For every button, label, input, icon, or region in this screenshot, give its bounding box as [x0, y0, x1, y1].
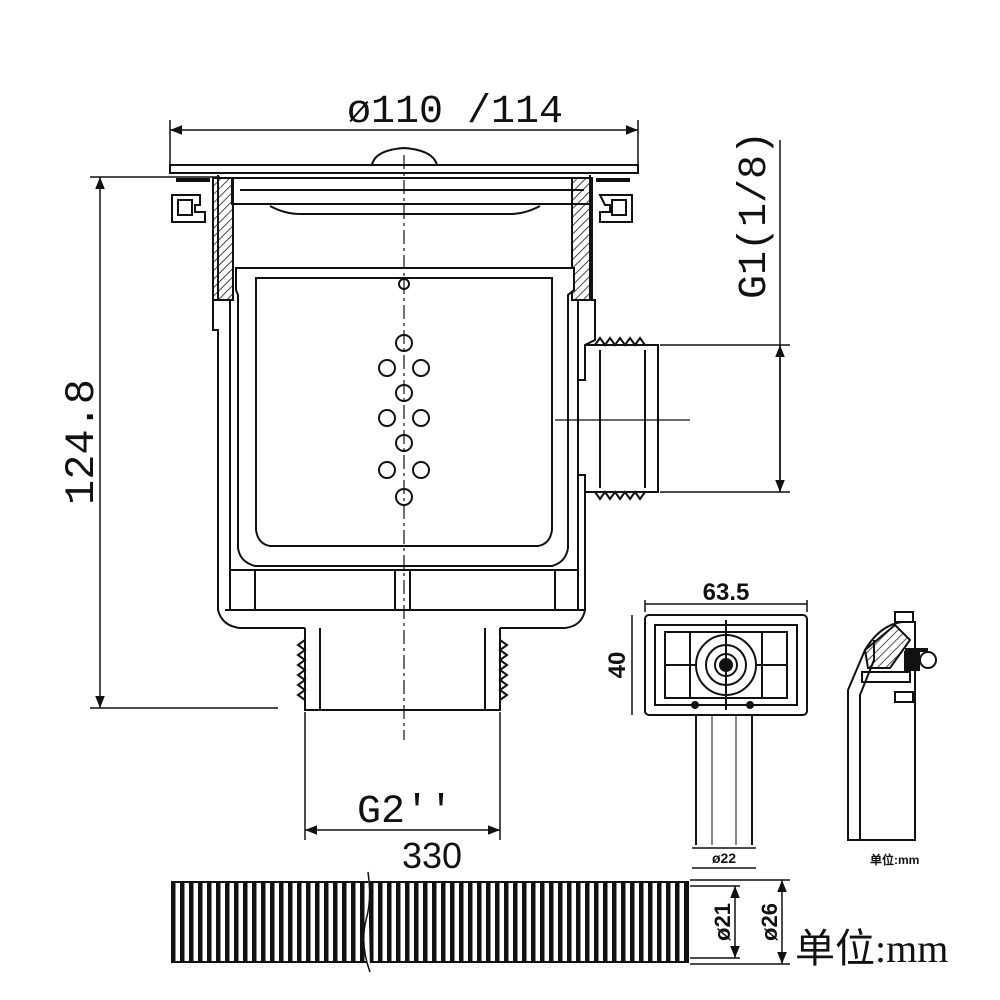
drain-body [169, 146, 690, 740]
trap-width-label: 63.5 [703, 579, 750, 606]
bottom-thread-label: G2'' [357, 790, 453, 835]
strainer-holes [378, 278, 430, 506]
trap-height-label: 40 [604, 652, 631, 679]
dimension-lines [90, 120, 790, 840]
trap-pipe-label: ø22 [712, 850, 736, 866]
hose-length-label: 330 [402, 835, 462, 876]
main-units-label: 单位:mm [795, 926, 948, 971]
trap-side-view [847, 611, 937, 841]
height-label: 124.8 [58, 379, 106, 505]
hose-inner-label: ø21 [710, 903, 735, 941]
corrugated-hose [171, 871, 790, 973]
small-units-label: 单位:mm [870, 852, 919, 867]
trap-top-view [631, 600, 808, 869]
side-thread-label: G1(1/8) [733, 131, 778, 299]
top-diameter-label: ø110 /114 [347, 90, 563, 135]
hose-outer-label: ø26 [757, 903, 782, 941]
